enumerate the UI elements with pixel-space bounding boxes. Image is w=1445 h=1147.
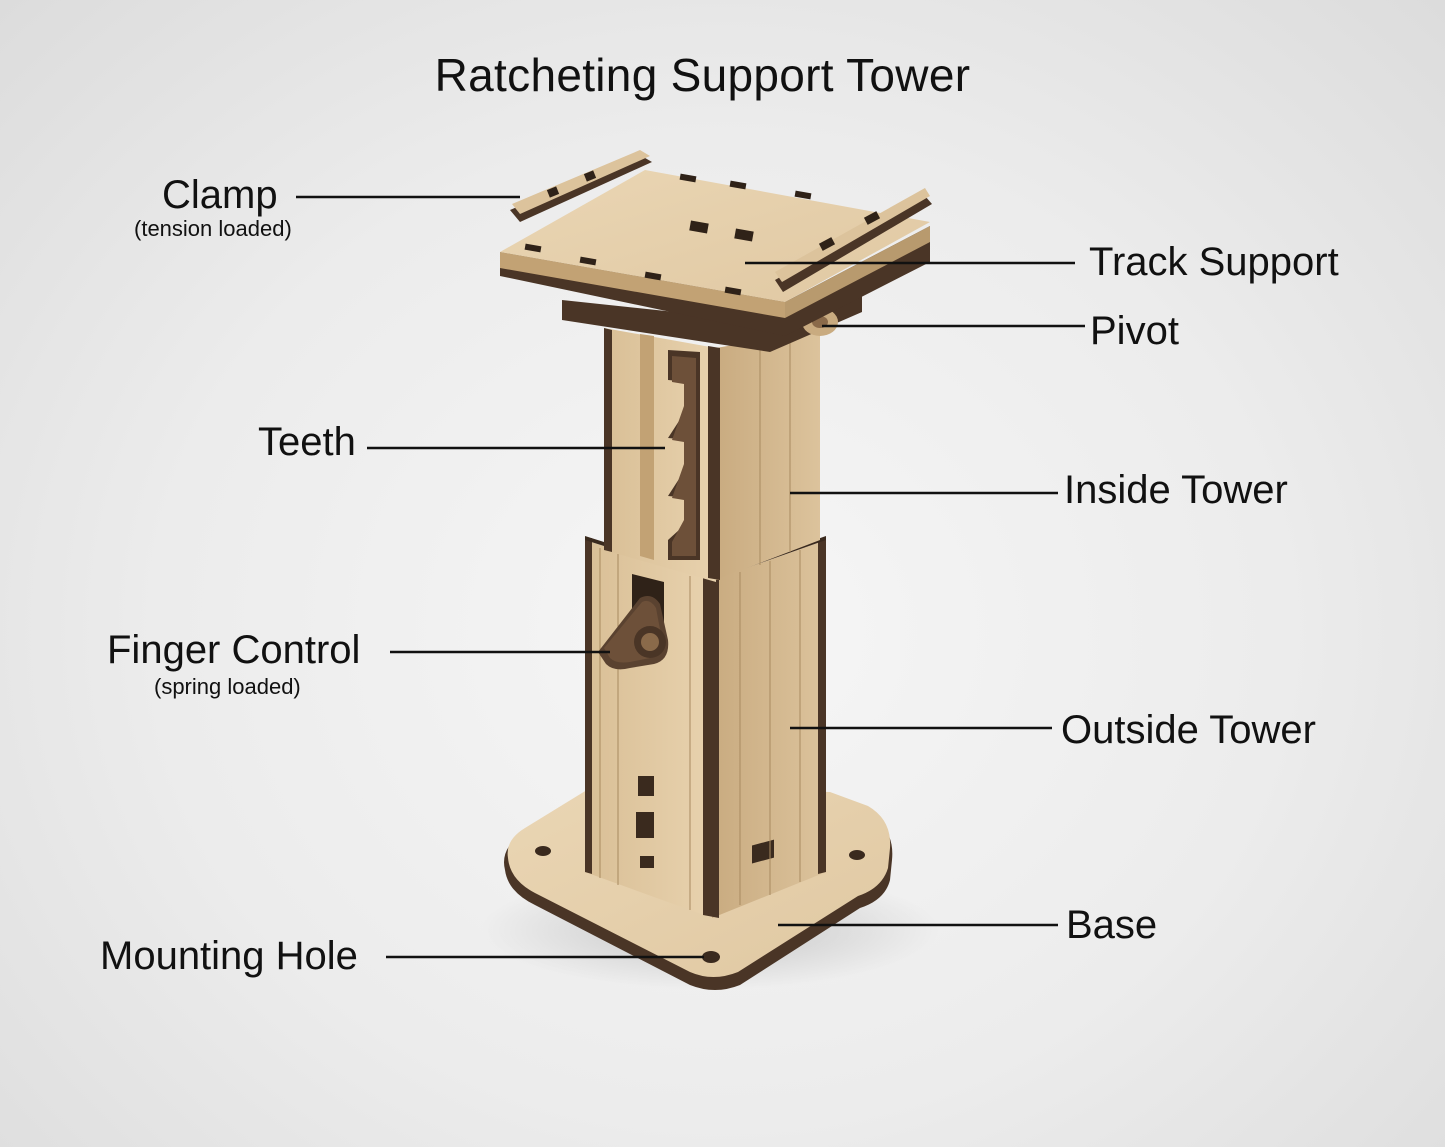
outside-tower <box>585 536 826 918</box>
label-finger-control: Finger Control <box>107 628 361 672</box>
label-clamp: Clamp <box>162 173 278 217</box>
label-inside-tower: Inside Tower <box>1064 468 1288 512</box>
mounting-hole-left <box>535 846 551 856</box>
leader-lines <box>296 195 1085 959</box>
label-mounting-hole: Mounting Hole <box>100 934 358 978</box>
ratchet-teeth <box>668 350 700 560</box>
label-outside-tower: Outside Tower <box>1061 708 1316 752</box>
label-pivot: Pivot <box>1090 309 1179 353</box>
inside-tower <box>604 328 820 582</box>
label-finger-control-note: (spring loaded) <box>154 674 301 699</box>
label-teeth: Teeth <box>258 420 356 464</box>
label-clamp-note: (tension loaded) <box>134 216 292 241</box>
mounting-hole-front <box>702 951 720 963</box>
diagram-title: Ratcheting Support Tower <box>434 49 971 101</box>
label-track-support: Track Support <box>1089 240 1339 284</box>
track-support-platform <box>500 150 932 336</box>
mounting-hole-right <box>849 850 865 860</box>
finger-control <box>598 596 669 670</box>
label-base: Base <box>1066 903 1158 947</box>
